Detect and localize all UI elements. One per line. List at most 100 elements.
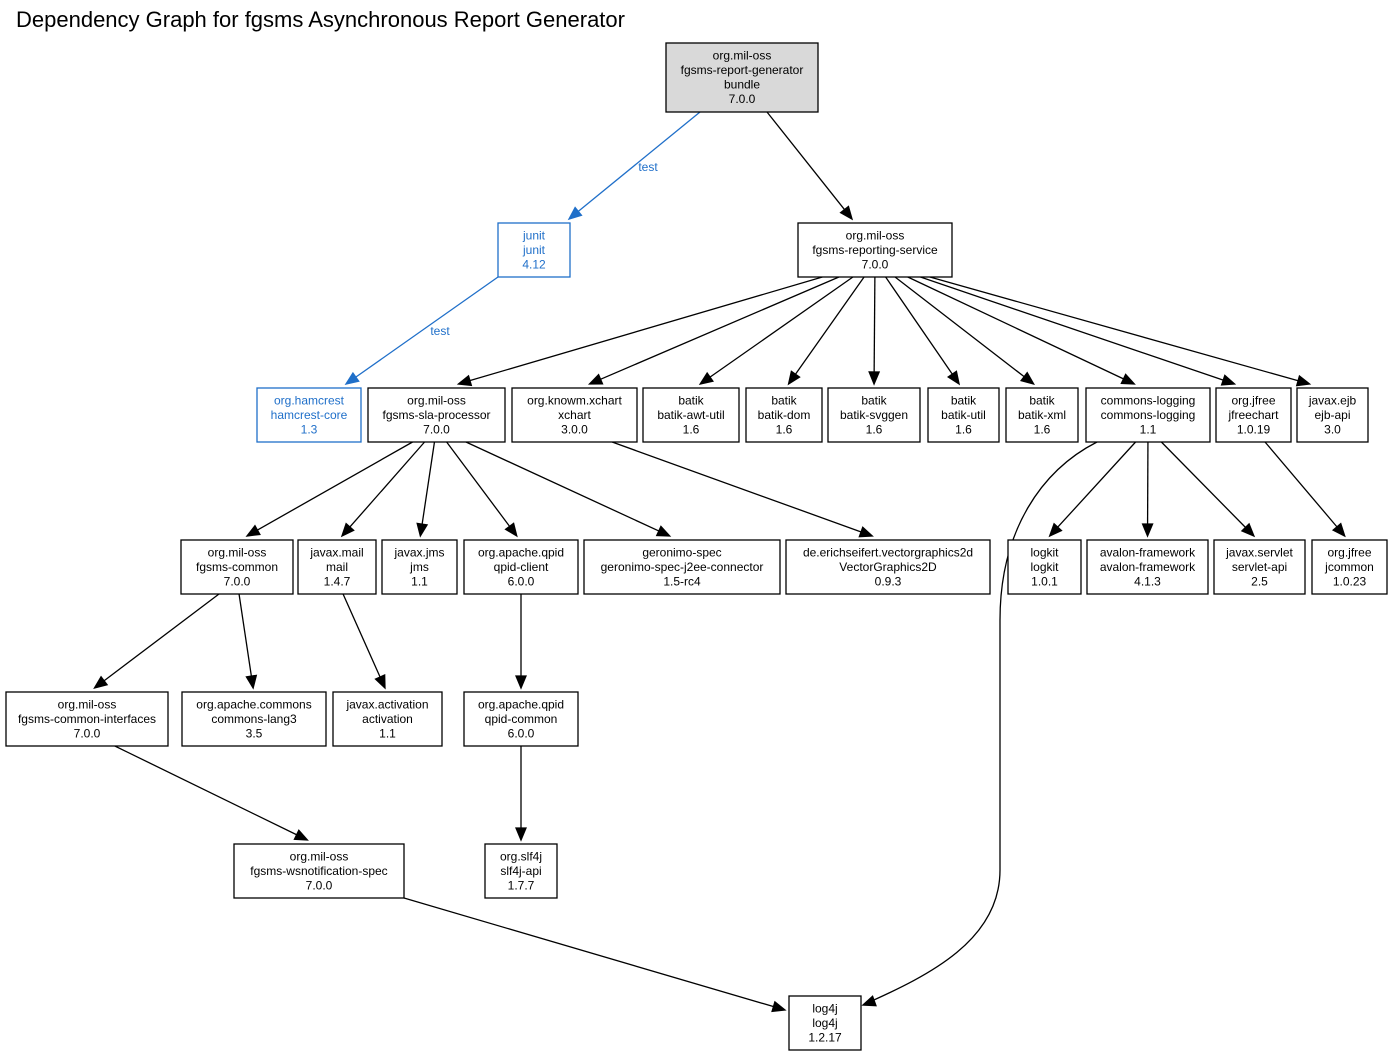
edge-reporting-to-dom (787, 276, 865, 386)
edge-qcommon-to-slf4j (515, 746, 527, 842)
node-label-line: javax.jms (393, 545, 444, 559)
node-label-line: 1.6 (955, 422, 972, 436)
node-box (233, 843, 405, 899)
node-label-line: org.slf4j (500, 849, 542, 863)
arrowhead (515, 675, 527, 690)
node-label-line: 6.0.0 (508, 726, 535, 740)
node-label-line: org.mil-oss (407, 393, 466, 407)
node-label-line: jfreechart (1227, 408, 1279, 422)
arrowhead (839, 205, 854, 221)
node-box (1296, 387, 1369, 443)
node-label-line: de.erichseifert.vectorgraphics2d (803, 545, 973, 559)
node-wsn[interactable]: org.mil-ossfgsms-wsnotification-spec7.0.… (233, 843, 405, 899)
edges-layer: test test (93, 111, 1346, 1013)
node-label-line: xchart (558, 408, 591, 422)
arrowhead (340, 522, 355, 538)
arrowhead (1120, 373, 1136, 385)
edge-sla-to-qclient (446, 441, 518, 538)
node-label-line: fgsms-reporting-service (812, 243, 938, 257)
node-label-line: geronimo-spec-j2ee-connector (601, 560, 764, 574)
edge-junit-to-hamcrest: test (344, 276, 499, 385)
edge-clog-to-logkit (1048, 441, 1137, 538)
node-label-line: 1.3 (301, 422, 318, 436)
node-box (297, 539, 377, 595)
node-label-line: VectorGraphics2D (839, 560, 937, 574)
edge-mail-to-activation (342, 593, 386, 690)
edge-line (114, 745, 299, 837)
node-label-line: javax.ejb (1308, 393, 1357, 407)
edge-qclient-to-qcommon (515, 594, 527, 690)
node-label-line: batik-awt-util (657, 408, 724, 422)
edge-line (421, 441, 436, 527)
arrowhead (245, 524, 261, 537)
edge-xchart-to-vg2d (611, 441, 874, 538)
node-label-line: org.mil-oss (208, 545, 267, 559)
arrowhead (567, 206, 583, 221)
node-label-line: 3.0 (1324, 422, 1341, 436)
node-vg2d[interactable]: de.erichseifert.vectorgraphics2dVectorGr… (785, 539, 991, 595)
arrowhead (504, 522, 518, 538)
edge-line (885, 276, 954, 377)
arrowhead (515, 827, 527, 842)
node-label-line: 7.0.0 (423, 422, 450, 436)
arrowhead (416, 522, 429, 538)
node-label-line: batik (861, 393, 887, 407)
node-label-line: log4j (812, 1001, 837, 1015)
node-label-line: batik-dom (758, 408, 811, 422)
node-label-line: javax.activation (345, 697, 428, 711)
node-label-line: 7.0.0 (306, 878, 333, 892)
node-label-line: avalon-framework (1100, 560, 1196, 574)
node-label-line: 4.1.3 (1134, 574, 1161, 588)
node-geronimo[interactable]: geronimo-specgeronimo-spec-j2ee-connecto… (583, 539, 781, 595)
node-label-line: 1.5-rc4 (663, 574, 701, 588)
node-label-line: logkit (1030, 560, 1059, 574)
node-label-line: bundle (724, 78, 760, 92)
node-box (381, 539, 458, 595)
edge-reporting-to-butil (885, 276, 961, 386)
node-label-line: geronimo-spec (642, 545, 721, 559)
node-label-line: jms (409, 560, 429, 574)
node-label-line: 1.6 (776, 422, 793, 436)
edge-root-to-junit: test (567, 111, 701, 221)
edge-sla-to-jms (416, 441, 436, 538)
node-label-line: 3.5 (246, 726, 263, 740)
arrowhead (1220, 374, 1237, 386)
node-label-line: log4j (812, 1016, 837, 1030)
node-box (642, 387, 740, 443)
node-box (367, 387, 506, 443)
edge-line (1160, 441, 1248, 530)
node-root[interactable]: org.mil-ossfgsms-report-generatorbundle7… (665, 42, 819, 113)
node-label-line: batik (678, 393, 704, 407)
node-label-line: 1.1 (379, 726, 396, 740)
edge-reporting-to-awt (698, 276, 854, 385)
edge-line (708, 276, 854, 379)
edge-reporting-to-xchart (587, 276, 840, 385)
